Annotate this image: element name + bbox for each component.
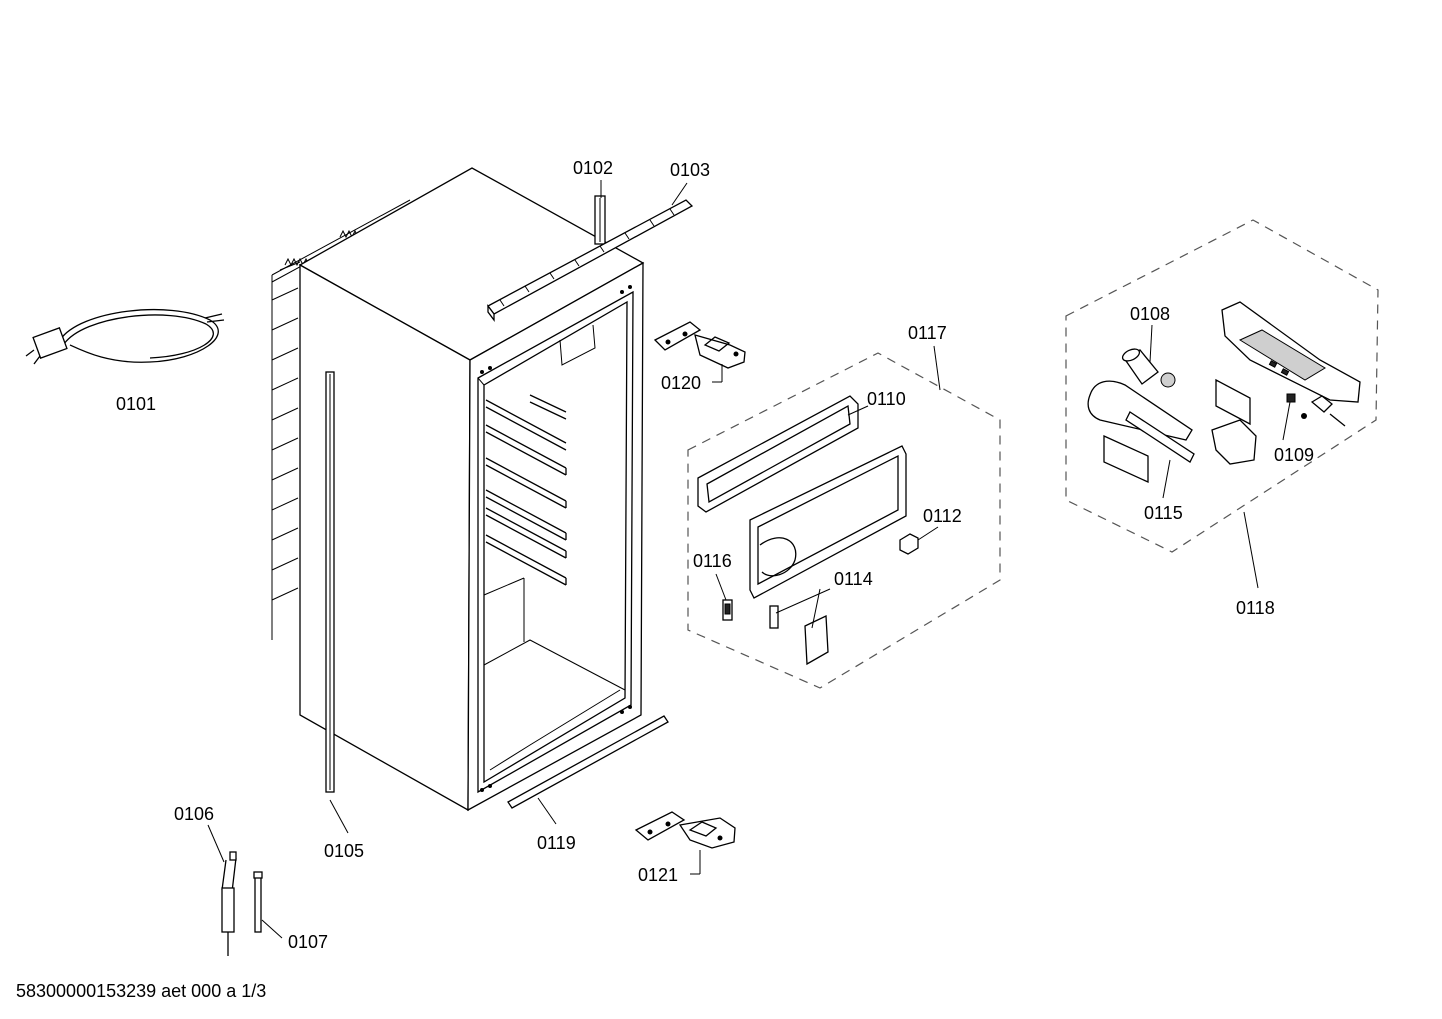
sensors-drawing [221, 851, 263, 956]
label-0114: 0114 [834, 569, 873, 589]
label-0112: 0112 [923, 506, 962, 526]
drawing-reference-footer: 58300000153239 aet 000 a 1/3 [16, 981, 266, 1001]
hinge-bottom-drawing [634, 811, 736, 849]
part-labels: 0101 0102 0103 0105 0106 0107 0108 0109 … [116, 158, 1314, 952]
label-0117: 0117 [908, 323, 947, 343]
power-cord-drawing [25, 308, 225, 365]
freezer-door-group-drawing [687, 352, 1001, 689]
label-0118: 0118 [1236, 598, 1275, 618]
label-0116: 0116 [693, 551, 732, 571]
screw-dots [480, 285, 632, 792]
label-0107: 0107 [288, 932, 328, 952]
shelves [485, 394, 567, 586]
label-0109: 0109 [1274, 445, 1314, 465]
label-0121: 0121 [638, 865, 678, 885]
label-0115: 0115 [1144, 503, 1183, 523]
leader-lines [207, 180, 1291, 939]
label-0106: 0106 [174, 804, 214, 824]
label-0101: 0101 [116, 394, 156, 414]
label-0108: 0108 [1130, 304, 1170, 324]
label-0120: 0120 [661, 373, 701, 393]
label-0119: 0119 [537, 833, 576, 853]
label-0102: 0102 [573, 158, 613, 178]
top-bracket-drawing [487, 195, 694, 322]
label-0110: 0110 [867, 389, 906, 409]
control-box-group-drawing [1065, 219, 1379, 553]
hinge-top-drawing [653, 321, 746, 369]
label-0105: 0105 [324, 841, 364, 861]
cabinet-drawing [271, 167, 669, 812]
label-0103: 0103 [670, 160, 710, 180]
